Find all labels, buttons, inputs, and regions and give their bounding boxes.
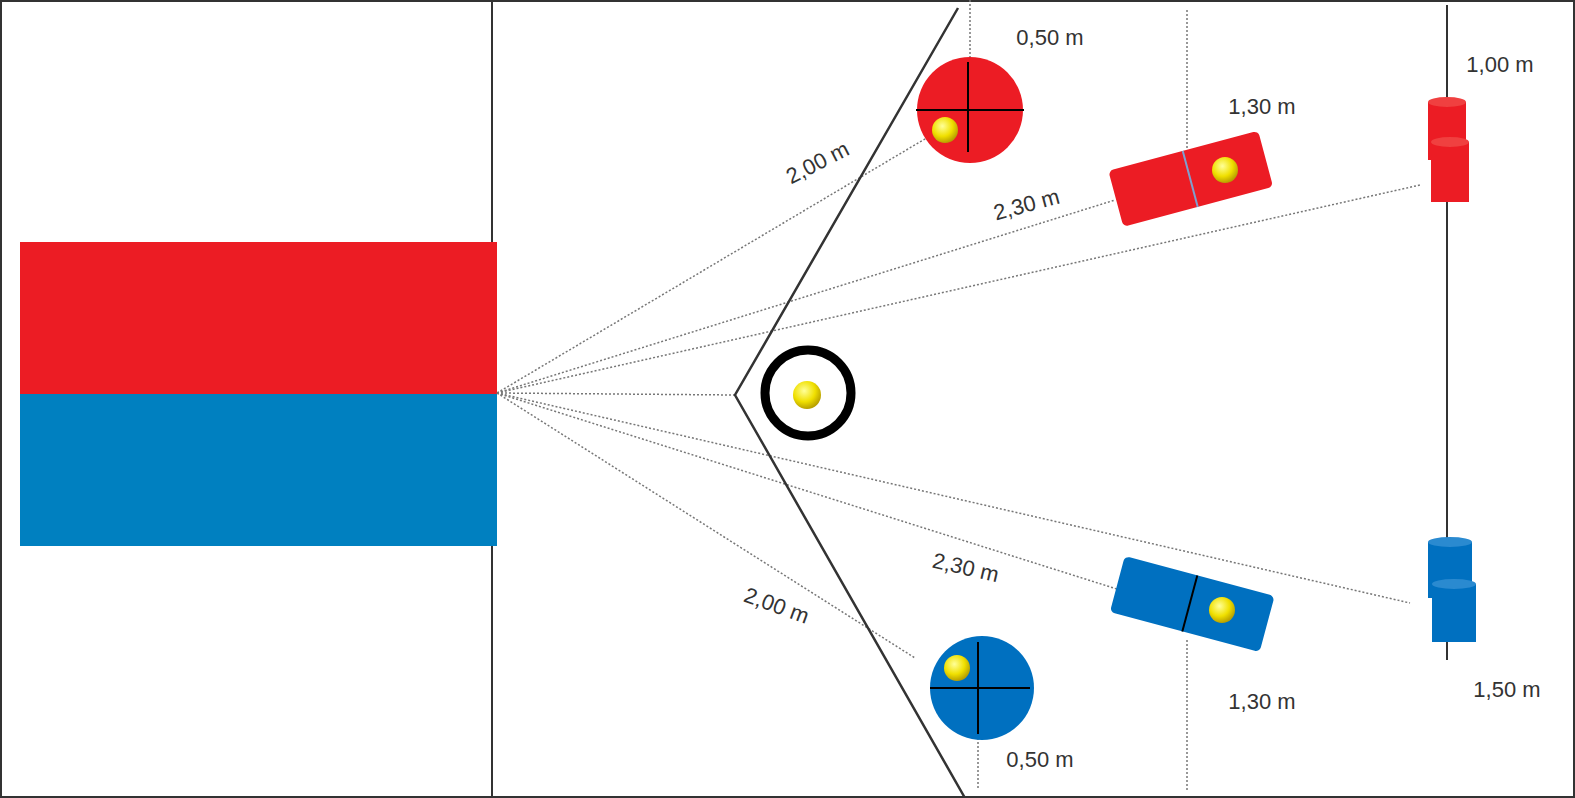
dimension-label: 2,00 m	[780, 135, 857, 191]
dimension-label: 2,30 m	[927, 547, 1004, 588]
dimension-label: 2,00 m	[738, 582, 815, 631]
dimension-label: 1,30 m	[1225, 689, 1298, 714]
dimension-label: 1,00 m	[1463, 52, 1536, 77]
dimension-label: 0,50 m	[1003, 747, 1076, 772]
dimension-label: 2,30 m	[988, 183, 1065, 226]
dimension-label: 1,50 m	[1470, 677, 1543, 702]
dimension-label: 1,30 m	[1225, 94, 1298, 119]
dimension-label: 0,50 m	[1013, 25, 1086, 50]
